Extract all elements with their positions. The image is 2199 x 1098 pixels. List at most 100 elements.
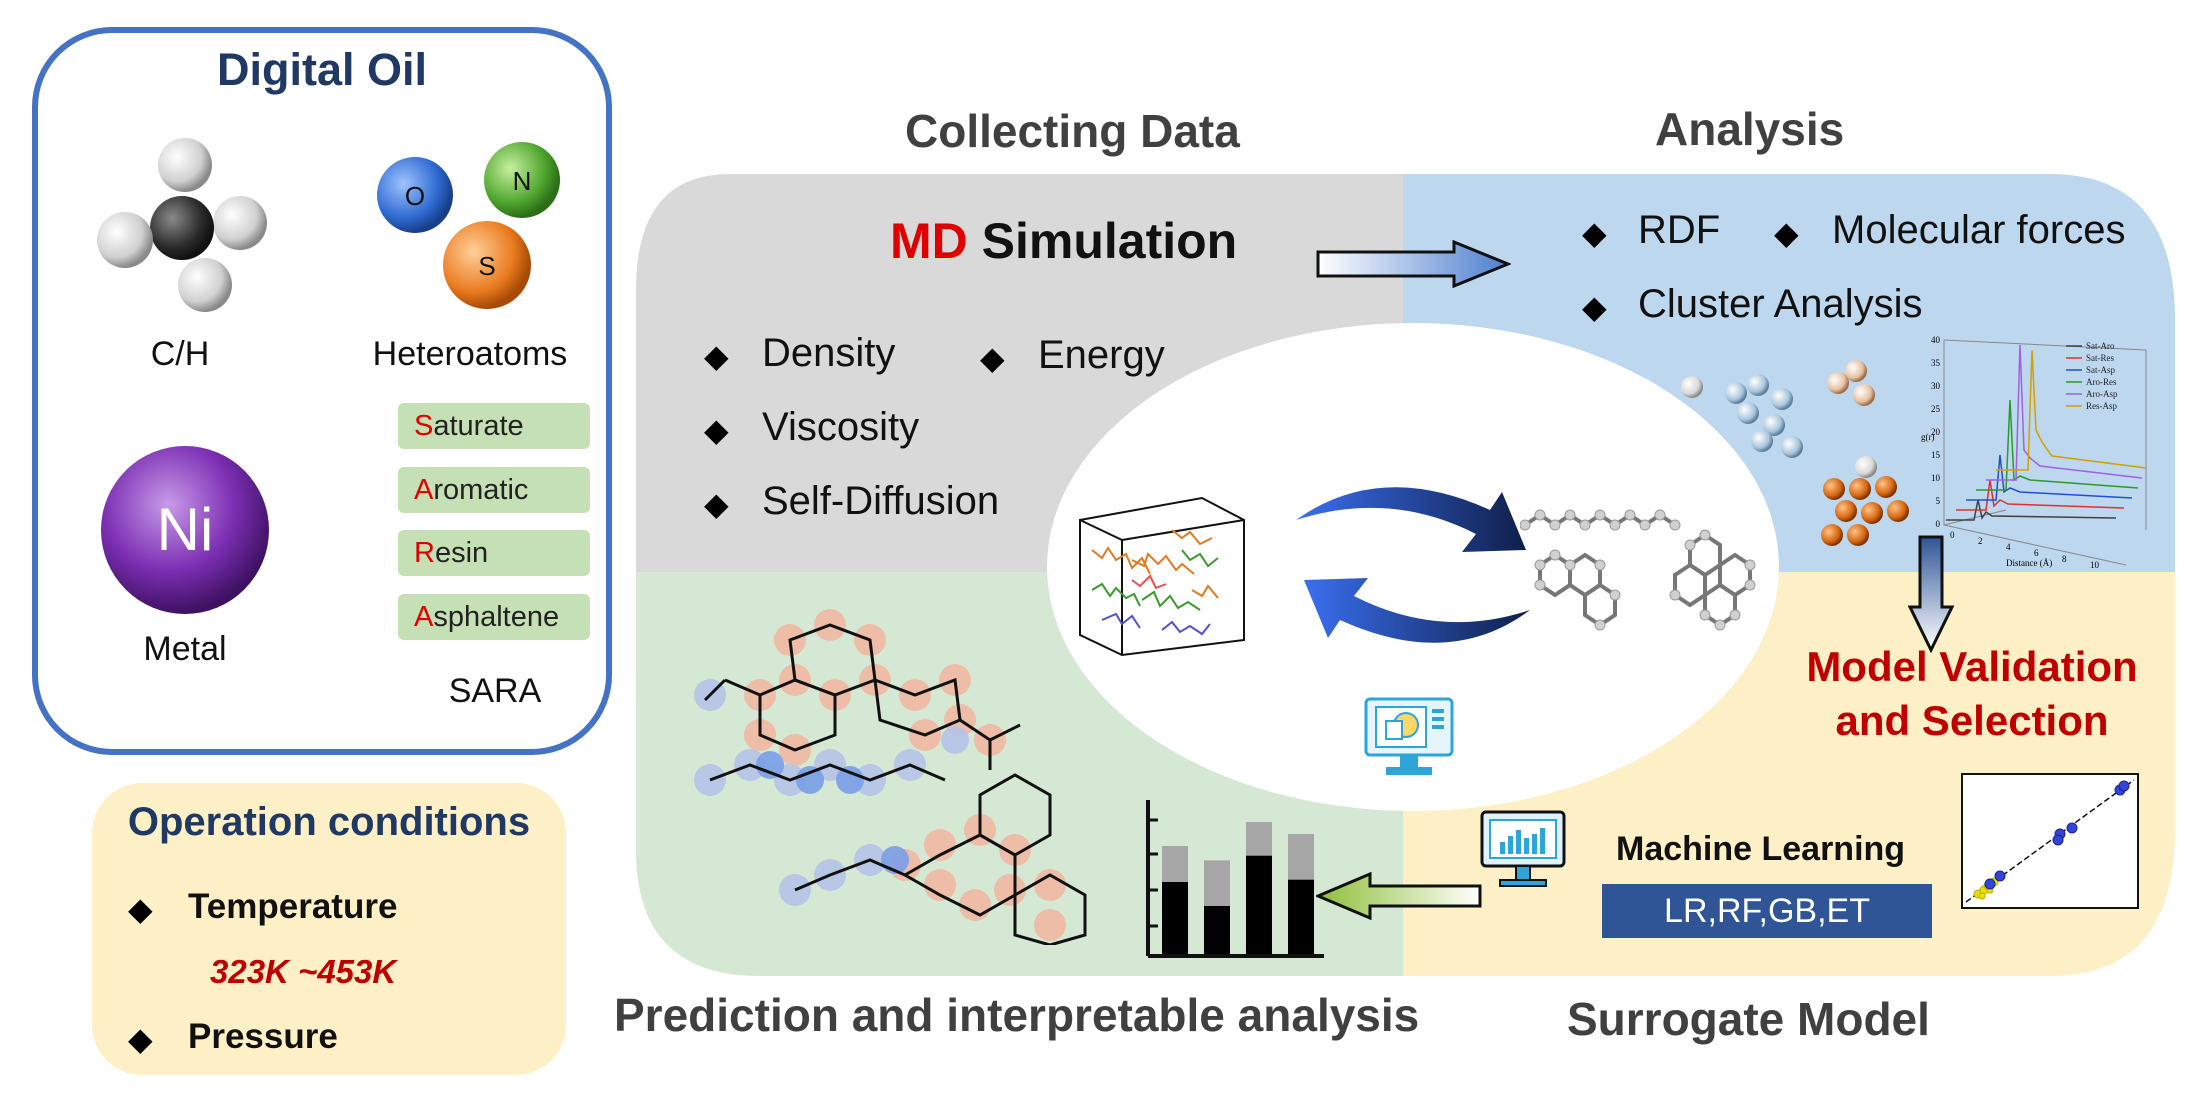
rdf-curve-sat-asp bbox=[1966, 454, 2133, 501]
prediction-title: Prediction and interpretable analysis bbox=[614, 989, 1420, 1041]
cluster-analysis-item: Cluster Analysis bbox=[1638, 282, 1923, 326]
sara-item-asphaltene: Asphaltene bbox=[398, 594, 590, 640]
operation-title: Operation conditions bbox=[127, 800, 531, 844]
rdf-xlabel: Distance (Å) bbox=[2006, 558, 2052, 568]
rdf-legend-label: Res-Asp bbox=[2086, 401, 2117, 411]
sara-item-resin: Resin bbox=[398, 530, 590, 576]
rdf-ylabel: g(r) bbox=[1921, 432, 1935, 442]
digital-oil-title: Digital Oil bbox=[216, 44, 427, 95]
atom-n-label: N bbox=[513, 166, 532, 196]
molecule-highlights-icon bbox=[694, 609, 1087, 945]
heteroatoms-icon: O N S bbox=[377, 142, 560, 309]
molecular-forces-item: Molecular forces bbox=[1832, 208, 2126, 252]
workflow-panel bbox=[636, 174, 2175, 976]
center-ellipse bbox=[1047, 323, 1779, 811]
density-item: Density bbox=[762, 331, 896, 375]
ch-label: C/H bbox=[150, 335, 210, 373]
rdf-legend-label: Sat-Res bbox=[2086, 353, 2114, 363]
arrow-down-icon bbox=[1908, 535, 1954, 653]
machine-learning-label: Machine Learning bbox=[1616, 830, 1906, 868]
rdf-y-tick: 15 bbox=[1931, 450, 1941, 460]
methane-molecule-icon bbox=[97, 138, 267, 312]
arrow-right-icon bbox=[1316, 240, 1511, 288]
bar-black-segment bbox=[1246, 855, 1272, 954]
cluster-spheres-icon bbox=[1681, 360, 1909, 546]
energy-item: Energy bbox=[1038, 333, 1165, 377]
rdf-item: RDF bbox=[1638, 208, 1721, 252]
rdf-y-tick: 25 bbox=[1931, 404, 1941, 414]
rdf-y-tick: 40 bbox=[1931, 335, 1941, 345]
rdf-legend-label: Sat-Asp bbox=[2086, 365, 2115, 375]
rdf-legend-label: Aro-Asp bbox=[2086, 389, 2118, 399]
viscosity-item: Viscosity bbox=[762, 405, 920, 449]
cycle-arrows-icon bbox=[1296, 487, 1530, 643]
rdf-x-tick: 8 bbox=[2062, 554, 2067, 564]
computer-monitor-icon bbox=[1480, 810, 1566, 887]
nickel-atom-icon: Ni bbox=[101, 446, 269, 614]
metal-symbol: Ni bbox=[157, 496, 214, 563]
rdf-y-tick: 5 bbox=[1936, 496, 1941, 506]
model-validation-line2: and Selection bbox=[1835, 697, 2109, 744]
rdf-chart: 0 5 10 15 20 25 30 35 40 g(r) 0 2 4 6 8 … bbox=[1921, 335, 2147, 570]
temperature-range: 323K ~453K bbox=[210, 953, 397, 990]
rdf-curve-sat-res bbox=[1956, 479, 2125, 511]
diamond-bullet-icon: ◆ bbox=[128, 891, 153, 927]
operation-conditions-panel bbox=[92, 783, 566, 1075]
rdf-y-tick: 0 bbox=[1936, 519, 1941, 529]
rdf-x-tick: 10 bbox=[2090, 560, 2100, 570]
rdf-y-tick: 20 bbox=[1931, 427, 1941, 437]
rdf-x-ticks: 0 2 4 6 8 10 bbox=[1950, 530, 2100, 570]
bar-group bbox=[1162, 822, 1314, 954]
bar-black-segment bbox=[1162, 882, 1188, 954]
ml-models-box: LR,RF,GB,ET bbox=[1602, 884, 1932, 938]
rdf-x-tick: 2 bbox=[1978, 536, 1983, 546]
rdf-curve-sat-aro bbox=[1946, 499, 2117, 521]
arrow-left-icon bbox=[1316, 872, 1482, 920]
rdf-legend-label: Aro-Res bbox=[2086, 377, 2117, 387]
molecule-structures-icon bbox=[1520, 509, 1756, 631]
rdf-legend: Sat-Aro Sat-Res Sat-Asp Aro-Res Aro-Asp … bbox=[2066, 341, 2118, 411]
rdf-y-tick: 35 bbox=[1931, 358, 1941, 368]
bar-black-segment bbox=[1204, 906, 1230, 954]
sara-item-saturate: Saturate bbox=[398, 403, 590, 449]
model-validation-line1: Model Validation bbox=[1806, 643, 2138, 690]
rdf-x-tick: 6 bbox=[2034, 548, 2039, 558]
metal-label: Metal bbox=[143, 630, 227, 668]
surrogate-title: Surrogate Model bbox=[1567, 993, 1930, 1045]
sara-label: SARA bbox=[448, 672, 542, 710]
heteroatoms-label: Heteroatoms bbox=[372, 335, 568, 373]
rdf-x-tick: 0 bbox=[1950, 530, 1955, 540]
feature-bar-chart bbox=[1146, 800, 1324, 958]
rdf-y-ticks: 0 5 10 15 20 25 30 35 40 bbox=[1931, 335, 1941, 529]
diamond-bullet-icon: ◆ bbox=[1582, 215, 1607, 251]
pressure-label: Pressure bbox=[188, 1017, 338, 1056]
bar-gray-segment bbox=[1288, 834, 1314, 880]
bar-black-segment bbox=[1288, 879, 1314, 954]
self-diffusion-item: Self-Diffusion bbox=[762, 479, 1000, 523]
collecting-data-title: Collecting Data bbox=[905, 105, 1240, 157]
rdf-curve-res-asp bbox=[1996, 349, 2147, 471]
md-simulation-title: MD Simulation bbox=[890, 213, 1238, 269]
parity-plot bbox=[1961, 773, 2139, 909]
rdf-curve-aro-res bbox=[1976, 399, 2139, 491]
rdf-y-tick: 10 bbox=[1931, 473, 1941, 483]
rdf-y-tick: 30 bbox=[1931, 381, 1941, 391]
diamond-bullet-icon: ◆ bbox=[704, 338, 729, 374]
rdf-curve-aro-asp bbox=[1986, 344, 2143, 481]
bar-gray-segment bbox=[1246, 822, 1272, 856]
data-monitor-icon bbox=[1364, 697, 1454, 775]
atom-o-label: O bbox=[405, 181, 425, 211]
rdf-legend-label: Sat-Aro bbox=[2086, 341, 2115, 351]
diamond-bullet-icon: ◆ bbox=[128, 1021, 153, 1057]
atom-s-label: S bbox=[478, 251, 495, 281]
temperature-label: Temperature bbox=[188, 887, 398, 926]
bar-gray-segment bbox=[1204, 860, 1230, 906]
analysis-title: Analysis bbox=[1655, 103, 1845, 155]
sara-item-aromatic: Aromatic bbox=[398, 467, 590, 513]
bar-gray-segment bbox=[1162, 846, 1188, 882]
diamond-bullet-icon: ◆ bbox=[704, 486, 729, 522]
model-validation-title: Model Validation and Selection bbox=[1772, 640, 2172, 748]
simulation-box-icon bbox=[1079, 496, 1245, 657]
diamond-bullet-icon: ◆ bbox=[1774, 215, 1799, 251]
rdf-x-tick: 4 bbox=[2006, 542, 2011, 552]
